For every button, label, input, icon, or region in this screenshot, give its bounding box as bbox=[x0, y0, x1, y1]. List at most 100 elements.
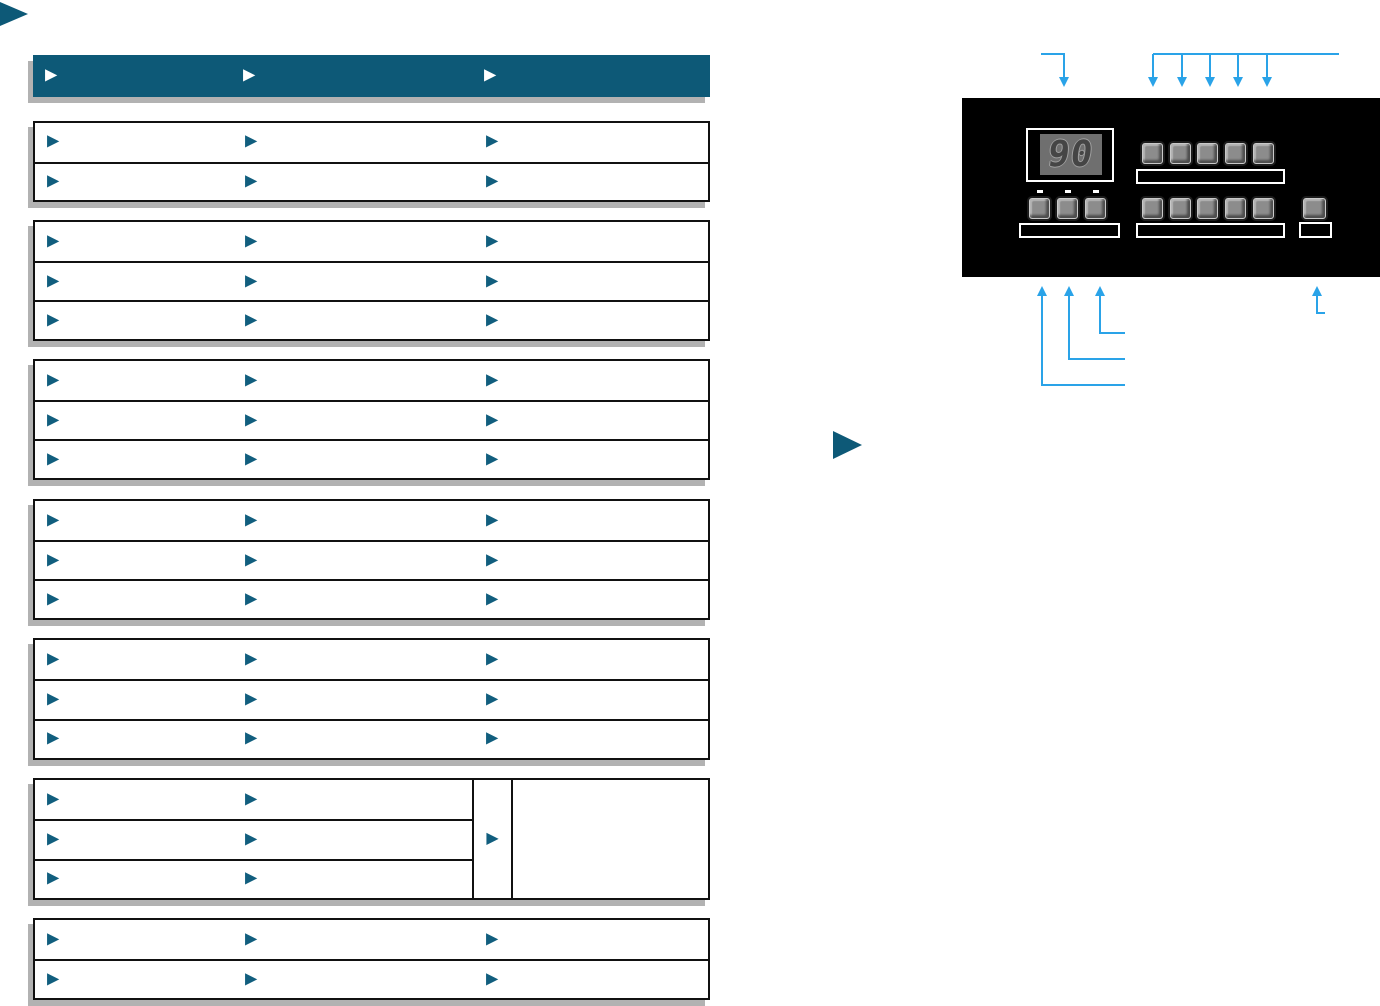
table-row: ▶ ▶ ▶ bbox=[35, 400, 708, 439]
menu-table-group-5: ▶ ▶ ▶ ▶ ▶ ▶ ▶ ▶ ▶ bbox=[33, 638, 710, 760]
menu-table-group-4: ▶ ▶ ▶ ▶ ▶ ▶ ▶ ▶ ▶ bbox=[33, 499, 710, 620]
panel-button bbox=[1057, 198, 1078, 219]
bullet-triangle-icon: ▶ bbox=[484, 66, 497, 84]
bullet-triangle-icon: ▶ bbox=[486, 650, 499, 668]
bullet-triangle-icon: ▶ bbox=[486, 550, 499, 568]
bullet-triangle-icon: ▶ bbox=[245, 231, 258, 249]
bullet-triangle-icon: ▶ bbox=[486, 690, 499, 708]
bullet-triangle-icon: ▶ bbox=[245, 589, 258, 607]
merged-empty-cell bbox=[511, 780, 708, 898]
bullet-triangle-icon: ▶ bbox=[47, 310, 60, 328]
panel-button bbox=[1142, 143, 1163, 164]
table-row: ▶ ▶ bbox=[35, 819, 472, 858]
bullet-triangle-icon: ▶ bbox=[47, 271, 60, 289]
bullet-triangle-icon: ▶ bbox=[47, 410, 60, 428]
menu-table-group-2: ▶ ▶ ▶ ▶ ▶ ▶ ▶ ▶ ▶ bbox=[33, 220, 710, 341]
merged-arrow-cell: ▶ bbox=[472, 780, 511, 898]
callout-arrows-bottom-left-buttons bbox=[1037, 286, 1125, 386]
table-row: ▶ ▶ ▶ bbox=[35, 579, 708, 618]
table-row: ▶ ▶ ▶ bbox=[35, 640, 708, 679]
lcd-value: 90 bbox=[1045, 134, 1097, 175]
indicator-dash bbox=[1037, 190, 1043, 193]
bullet-triangle-icon: ▶ bbox=[245, 969, 258, 987]
panel-button bbox=[1085, 198, 1106, 219]
menu-table-group-1: ▶ ▶ ▶ ▶ ▶ ▶ bbox=[33, 121, 710, 202]
table-row: ▶ ▶ ▶ bbox=[35, 161, 708, 201]
bullet-triangle-icon: ▶ bbox=[486, 449, 499, 467]
table-row: ▶ ▶ ▶ bbox=[35, 718, 708, 758]
indicator-dash bbox=[1065, 190, 1071, 193]
bullet-triangle-icon: ▶ bbox=[486, 132, 499, 150]
panel-button bbox=[1197, 198, 1218, 219]
bullet-triangle-icon: ▶ bbox=[486, 370, 499, 388]
callout-arrow-bottom-right-button bbox=[1312, 286, 1325, 314]
bullet-triangle-icon: ▶ bbox=[486, 271, 499, 289]
section-triangle-icon bbox=[833, 431, 862, 459]
bullet-triangle-icon: ▶ bbox=[47, 830, 60, 848]
bullet-triangle-icon: ▶ bbox=[245, 271, 258, 289]
menu-table-group-6: ▶ ▶ ▶ ▶ ▶ ▶ ▶ bbox=[33, 778, 710, 900]
bullet-triangle-icon: ▶ bbox=[486, 410, 499, 428]
bullet-triangle-icon: ▶ bbox=[47, 650, 60, 668]
lcd-display: 90 bbox=[1040, 134, 1102, 175]
bullet-triangle-icon: ▶ bbox=[486, 589, 499, 607]
label-strip bbox=[1136, 223, 1285, 238]
bullet-triangle-icon: ▶ bbox=[47, 132, 60, 150]
table-row: ▶ ▶ ▶ bbox=[35, 501, 708, 540]
panel-button bbox=[1225, 198, 1246, 219]
bullet-triangle-icon: ▶ bbox=[245, 550, 258, 568]
panel-button bbox=[1253, 143, 1274, 164]
bullet-triangle-icon: ▶ bbox=[245, 370, 258, 388]
panel-button bbox=[1029, 198, 1050, 219]
bullet-triangle-icon: ▶ bbox=[245, 449, 258, 467]
bullet-triangle-icon: ▶ bbox=[486, 231, 499, 249]
menu-header-bar: ▶ ▶ ▶ bbox=[33, 55, 710, 97]
bullet-triangle-icon: ▶ bbox=[486, 510, 499, 528]
panel-button bbox=[1197, 143, 1218, 164]
table-row: ▶ ▶ ▶ bbox=[35, 920, 708, 959]
menu-table-group-3: ▶ ▶ ▶ ▶ ▶ ▶ ▶ ▶ ▶ bbox=[33, 359, 710, 480]
merged-table-left-pane: ▶ ▶ ▶ ▶ ▶ ▶ bbox=[35, 780, 472, 898]
bullet-triangle-icon: ▶ bbox=[486, 929, 499, 947]
label-strip bbox=[1299, 222, 1332, 238]
bullet-triangle-icon: ▶ bbox=[245, 790, 258, 808]
bullet-triangle-icon: ▶ bbox=[243, 66, 256, 84]
table-row: ▶ ▶ ▶ bbox=[35, 222, 708, 261]
bullet-triangle-icon: ▶ bbox=[47, 790, 60, 808]
panel-button bbox=[1253, 198, 1274, 219]
table-row: ▶ ▶ ▶ bbox=[35, 540, 708, 579]
bullet-triangle-icon: ▶ bbox=[486, 830, 499, 847]
label-strip bbox=[1019, 223, 1120, 238]
table-row: ▶ ▶ ▶ bbox=[35, 300, 708, 339]
corner-triangle-icon bbox=[0, 2, 28, 26]
table-row: ▶ ▶ ▶ bbox=[35, 959, 708, 998]
panel-button bbox=[1142, 198, 1163, 219]
table-row: ▶ ▶ bbox=[35, 780, 472, 819]
bullet-triangle-icon: ▶ bbox=[245, 510, 258, 528]
bullet-triangle-icon: ▶ bbox=[245, 132, 258, 150]
bullet-triangle-icon: ▶ bbox=[47, 231, 60, 249]
table-row: ▶ ▶ ▶ bbox=[35, 439, 708, 478]
bullet-triangle-icon: ▶ bbox=[47, 729, 60, 747]
panel-button-right bbox=[1303, 198, 1326, 219]
bullet-triangle-icon: ▶ bbox=[486, 969, 499, 987]
callout-arrow-display bbox=[1041, 53, 1069, 87]
bullet-triangle-icon: ▶ bbox=[47, 550, 60, 568]
bullet-triangle-icon: ▶ bbox=[47, 449, 60, 467]
bullet-triangle-icon: ▶ bbox=[47, 969, 60, 987]
lcd-display-frame: 90 bbox=[1026, 128, 1114, 182]
bullet-triangle-icon: ▶ bbox=[245, 729, 258, 747]
bullet-triangle-icon: ▶ bbox=[47, 929, 60, 947]
bullet-triangle-icon: ▶ bbox=[245, 929, 258, 947]
bullet-triangle-icon: ▶ bbox=[47, 690, 60, 708]
bullet-triangle-icon: ▶ bbox=[47, 510, 60, 528]
menu-table-group-7: ▶ ▶ ▶ ▶ ▶ ▶ bbox=[33, 918, 710, 1000]
bullet-triangle-icon: ▶ bbox=[47, 869, 60, 887]
bullet-triangle-icon: ▶ bbox=[486, 172, 499, 190]
table-row: ▶ ▶ bbox=[35, 858, 472, 898]
table-row: ▶ ▶ ▶ bbox=[35, 123, 708, 162]
bullet-triangle-icon: ▶ bbox=[245, 869, 258, 887]
table-row: ▶ ▶ ▶ bbox=[35, 679, 708, 718]
bullet-triangle-icon: ▶ bbox=[47, 589, 60, 607]
